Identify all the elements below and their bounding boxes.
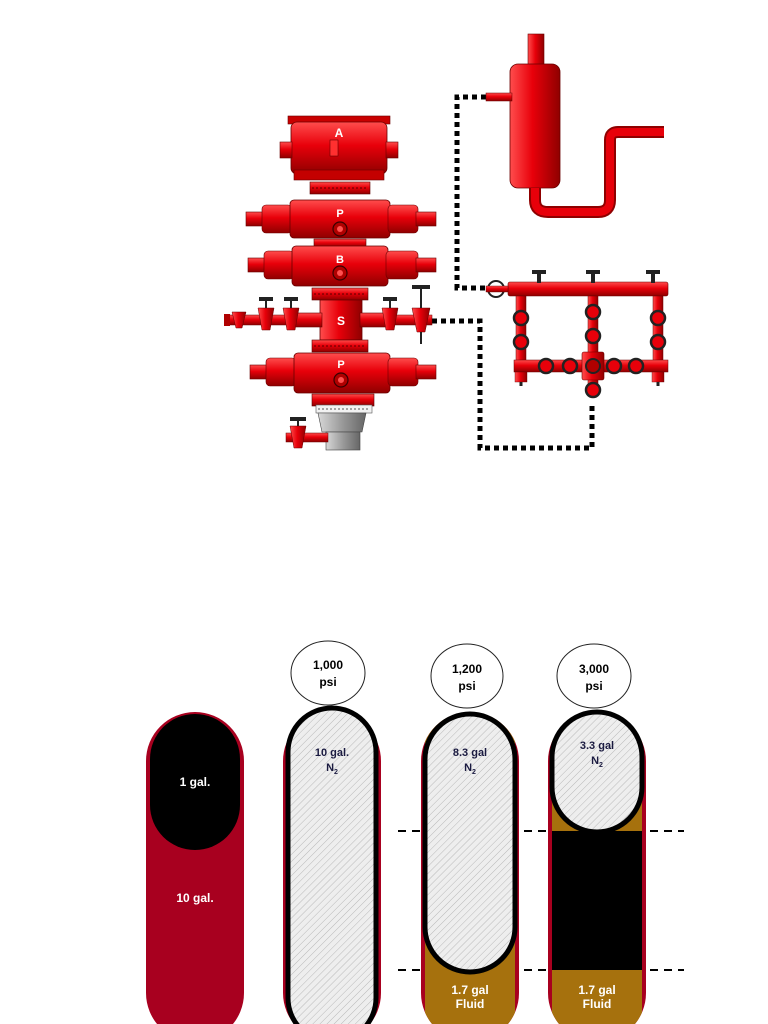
- annular-label: A: [335, 126, 344, 140]
- lower-pipe-ram-label: P: [337, 359, 344, 371]
- precharge-bottle: 1 gal. 10 gal.: [146, 712, 244, 1024]
- spool-label: S: [337, 314, 345, 328]
- control-lines: [432, 94, 595, 451]
- upper-pipe-ram-label: P: [336, 208, 343, 220]
- operating-bottle: 8.3 gal N2 1.7 gal Fluid: [421, 711, 519, 1024]
- precharge-gas-label: 1 gal.: [180, 775, 211, 789]
- pressure-gauge-3000: 3,000 psi: [556, 643, 632, 709]
- pressure-value-3000: 3,000: [579, 662, 609, 676]
- choke-manifold: [485, 270, 669, 399]
- upper-pipe-ram: P: [245, 199, 437, 239]
- blind-ram-label: B: [336, 254, 344, 266]
- choke-line-valves: [381, 285, 433, 344]
- charged-gas-subscript: 2: [334, 769, 338, 776]
- full-fluid-volume: 1.7 gal: [578, 983, 615, 997]
- bop-stack: A P B: [224, 115, 437, 451]
- operating-fluid-volume: 1.7 gal: [451, 983, 488, 997]
- full-fluid-label: Fluid: [583, 997, 612, 1011]
- pressure-unit-3000: psi: [585, 679, 602, 693]
- operating-gas-volume: 8.3 gal: [453, 747, 487, 759]
- kill-line-valves: [224, 297, 300, 331]
- charged-gas-volume: 10 gal.: [315, 747, 349, 759]
- svg-text:N2: N2: [591, 755, 603, 769]
- full-gas-volume: 3.3 gal: [580, 740, 614, 752]
- operating-gas-name: N: [464, 762, 472, 774]
- full-gas-name: N: [591, 755, 599, 767]
- full-bottle: 3.3 gal N2 1.7 gal Fluid: [548, 709, 646, 1024]
- pressure-gauge-1200: 1,200 psi: [430, 643, 504, 709]
- accumulator-vessel: [485, 33, 664, 218]
- full-gas-subscript: 2: [599, 762, 603, 769]
- blind-ram: B: [247, 245, 437, 287]
- pressure-unit-1200: psi: [458, 679, 475, 693]
- charged-gas-name: N: [326, 762, 334, 774]
- annular-preventer: A: [279, 115, 399, 181]
- flange-upper: [309, 181, 371, 195]
- drilling-spool: S: [293, 299, 389, 341]
- operating-fluid-label: Fluid: [456, 997, 485, 1011]
- pressure-gauge-1000: 1,000 psi: [290, 640, 366, 706]
- precharge-total-label: 10 gal.: [176, 891, 213, 905]
- pressure-value-1200: 1,200: [452, 662, 482, 676]
- pressure-value-1000: 1,000: [313, 658, 343, 672]
- svg-text:N2: N2: [326, 762, 338, 776]
- casing-valve: [285, 417, 329, 449]
- charged-bottle: 10 gal. N2: [283, 705, 381, 1024]
- operating-gas-subscript: 2: [472, 769, 476, 776]
- pressure-unit-1000: psi: [319, 675, 336, 689]
- svg-text:N2: N2: [464, 762, 476, 776]
- casing-head: [317, 412, 367, 451]
- lower-pipe-ram: P: [249, 352, 437, 394]
